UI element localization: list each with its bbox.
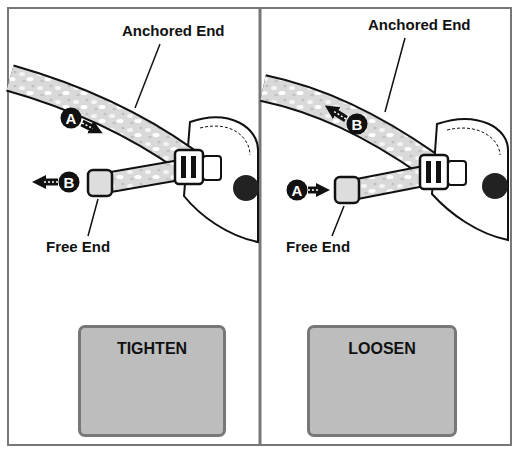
callout-circle: B [346,113,368,135]
frame [8,8,511,445]
callout-circle: A [60,107,82,129]
box-title: TIGHTEN [89,340,215,358]
callout-circle: B [58,171,80,193]
callout-letter: A [66,111,77,126]
part-label: Anchored End [366,16,473,33]
part-label: Free End [44,238,112,255]
instruction-box: LOOSEN [307,325,457,437]
left-strap [10,44,259,242]
instruction-box: TIGHTEN [78,325,226,437]
right-strap [263,38,508,240]
box-title: LOOSEN [318,340,446,358]
callout-letter: A [292,183,303,198]
callout-letter: B [352,117,363,132]
callout-letter: B [64,175,75,190]
callout-circle: A [286,179,308,201]
part-label: Anchored End [120,22,227,39]
part-label: Free End [284,238,352,255]
